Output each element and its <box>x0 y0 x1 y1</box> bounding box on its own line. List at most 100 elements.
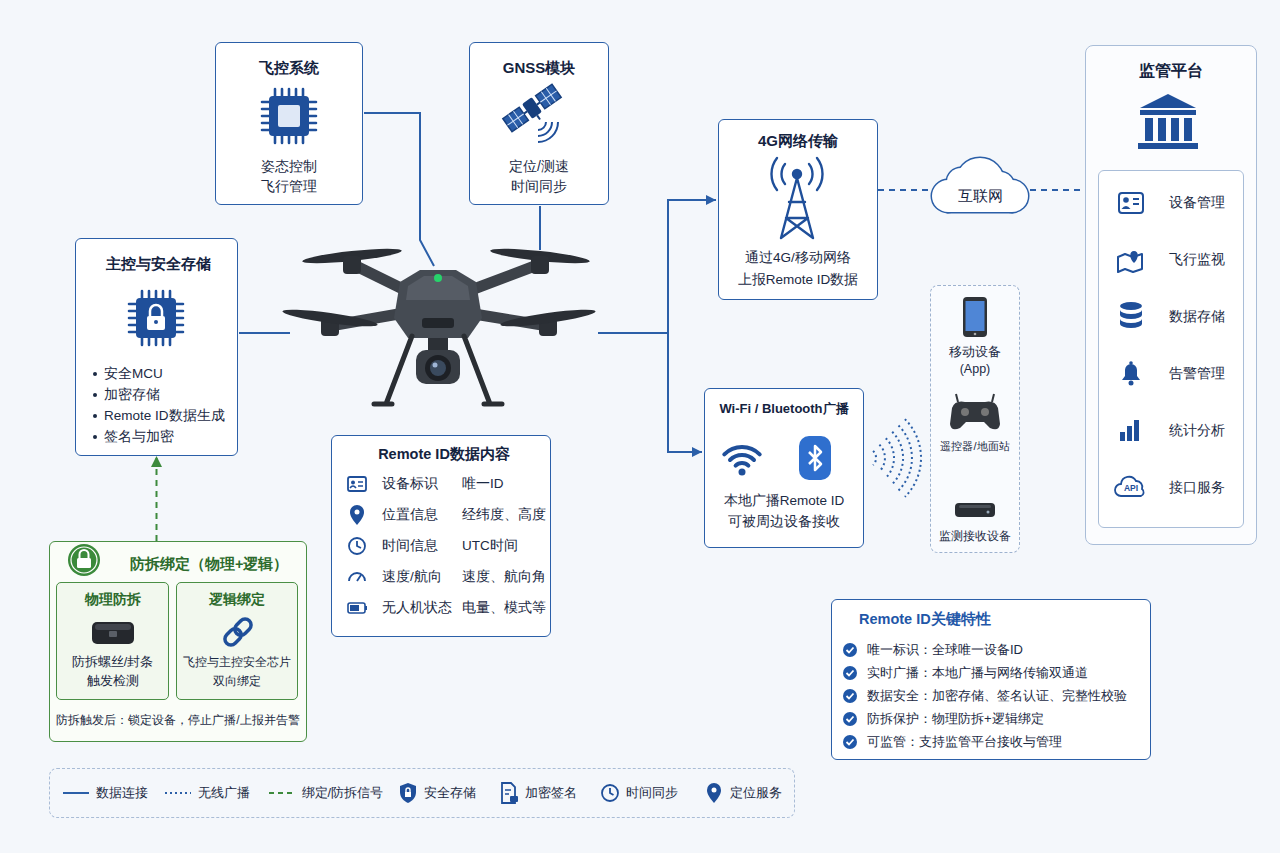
box-text: 防拆触发后：锁定设备，停止广播/上报并告警 <box>56 711 299 729</box>
legend-item: 时间同步 <box>600 769 678 817</box>
flight-control-box: 飞控系统姿态控制 飞行管理 <box>215 42 363 205</box>
tower-icon <box>771 158 822 238</box>
row-icons <box>349 573 365 581</box>
box-text: 飞控与主控安全芯片 双向绑定 <box>181 653 293 691</box>
building-icon <box>1145 118 1153 141</box>
lock-badge <box>68 544 100 576</box>
lock-badge <box>80 550 89 558</box>
legend-sample <box>510 796 518 802</box>
receiver-icon <box>955 503 995 517</box>
box-heading: 设备管理 <box>1169 192 1225 212</box>
satellite-icon <box>502 83 564 136</box>
chip-icon <box>278 105 300 127</box>
box-text: 签名与加密 <box>90 426 174 447</box>
device-icon <box>1133 199 1139 204</box>
legend-sample <box>610 788 614 795</box>
drone-illustration <box>343 256 361 274</box>
building-icon <box>1184 118 1192 141</box>
bell-icon <box>1122 364 1140 380</box>
tamper-device-icon <box>92 622 134 644</box>
drone-illustration <box>500 306 596 329</box>
table-cell: 经纬度、高度 <box>462 505 546 525</box>
lock-badge <box>71 547 97 573</box>
row-icons <box>348 477 366 491</box>
box-text: 防拆保护：物理防拆+逻辑绑定 <box>859 707 1044 730</box>
table-cell: UTC时间 <box>462 536 518 556</box>
data-wire <box>239 332 290 334</box>
building-icon <box>1140 110 1196 115</box>
check-icons <box>843 643 857 749</box>
database-icon <box>1120 302 1142 328</box>
box-fill <box>704 388 864 548</box>
drone-illustration <box>531 256 549 274</box>
radio-waves <box>873 451 876 465</box>
table-cell: 无人机状态 <box>382 598 452 618</box>
secure-chip-icon <box>129 291 183 345</box>
secure-chip-icon <box>129 291 183 345</box>
legend-text: 安全存储 <box>424 784 476 802</box>
drone-illustration <box>422 318 454 328</box>
bell-icon <box>1129 361 1133 365</box>
check-icons <box>843 666 857 680</box>
box-text: 统计分析 <box>1169 420 1225 440</box>
check-icons <box>843 735 857 749</box>
network-link <box>1030 189 1085 191</box>
satellite-icon <box>537 115 540 119</box>
lock-badge <box>77 558 91 568</box>
legend-text: 时间同步 <box>626 784 678 802</box>
row-icons <box>350 505 364 525</box>
drone-illustration <box>433 363 438 368</box>
drone-illustration <box>282 246 596 404</box>
check-icons <box>847 671 854 676</box>
data-wire <box>364 113 434 266</box>
wifi-icon <box>724 447 759 476</box>
legend-sample <box>400 783 416 803</box>
box-text: 姿态控制 飞行管理 <box>239 156 339 196</box>
network-box: 4G网络传输通过4G/移动网络 上报Remote ID数据 <box>718 119 878 300</box>
check-icons <box>847 717 854 722</box>
legend-sample <box>707 783 721 803</box>
chart-icon <box>1120 420 1139 441</box>
data-wire <box>668 333 702 452</box>
legend-text: 绑定/防拆信号 <box>302 784 384 802</box>
chart-icon <box>1120 432 1125 441</box>
satellite-icon <box>502 83 564 142</box>
legend-item: 定位服务 <box>704 769 782 817</box>
box-text: 安全MCU <box>90 363 163 384</box>
box-heading: Remote ID关键特性 <box>859 609 991 630</box>
database-icon <box>1120 310 1142 328</box>
box-text: 遥控器/地面站 <box>940 438 1009 454</box>
legend-sample <box>711 788 716 793</box>
legend-text: 无线广播 <box>198 784 250 802</box>
box-heading: 物理防拆 <box>85 589 141 609</box>
cloud-node: 互联网 <box>930 152 1030 228</box>
box-text: 唯一标识：全球唯一设备ID <box>859 638 1023 661</box>
phone-icon <box>966 301 985 331</box>
legend-sample <box>602 785 618 801</box>
legend-item: 无线广播 <box>164 769 250 817</box>
drone-illustration <box>374 336 502 404</box>
legend-sample <box>164 781 192 805</box>
building-icon <box>1138 94 1198 149</box>
box-text: 监测接收设备 <box>939 528 1011 544</box>
check-icons <box>843 666 857 680</box>
wifi-icon <box>724 447 759 466</box>
receiver-icon <box>959 505 991 508</box>
secure-chip-icon <box>154 320 158 324</box>
data-wire <box>239 113 716 452</box>
table-cell: 设备标识 <box>382 474 438 494</box>
physical-tamper-box: 物理防拆防拆螺丝/封条 触发检测 <box>56 582 169 700</box>
box-heading: 飞控系统 <box>259 57 319 79</box>
platform-box: 监管平台设备管理飞行监视数据存储告警管理统计分析接口服务 <box>1085 45 1257 545</box>
device-icon <box>1123 197 1129 203</box>
legend-sample <box>499 781 519 805</box>
map-icon <box>1118 254 1142 272</box>
box-fill <box>56 582 169 700</box>
box-text: 飞行监视 <box>1169 249 1225 269</box>
check-icons <box>843 735 857 749</box>
network-link <box>878 189 930 191</box>
label-holder: API <box>1117 482 1145 494</box>
bluetooth-icon <box>809 446 821 470</box>
box-heading: 4G网络传输 <box>758 130 838 152</box>
box-fill <box>930 285 1020 553</box>
